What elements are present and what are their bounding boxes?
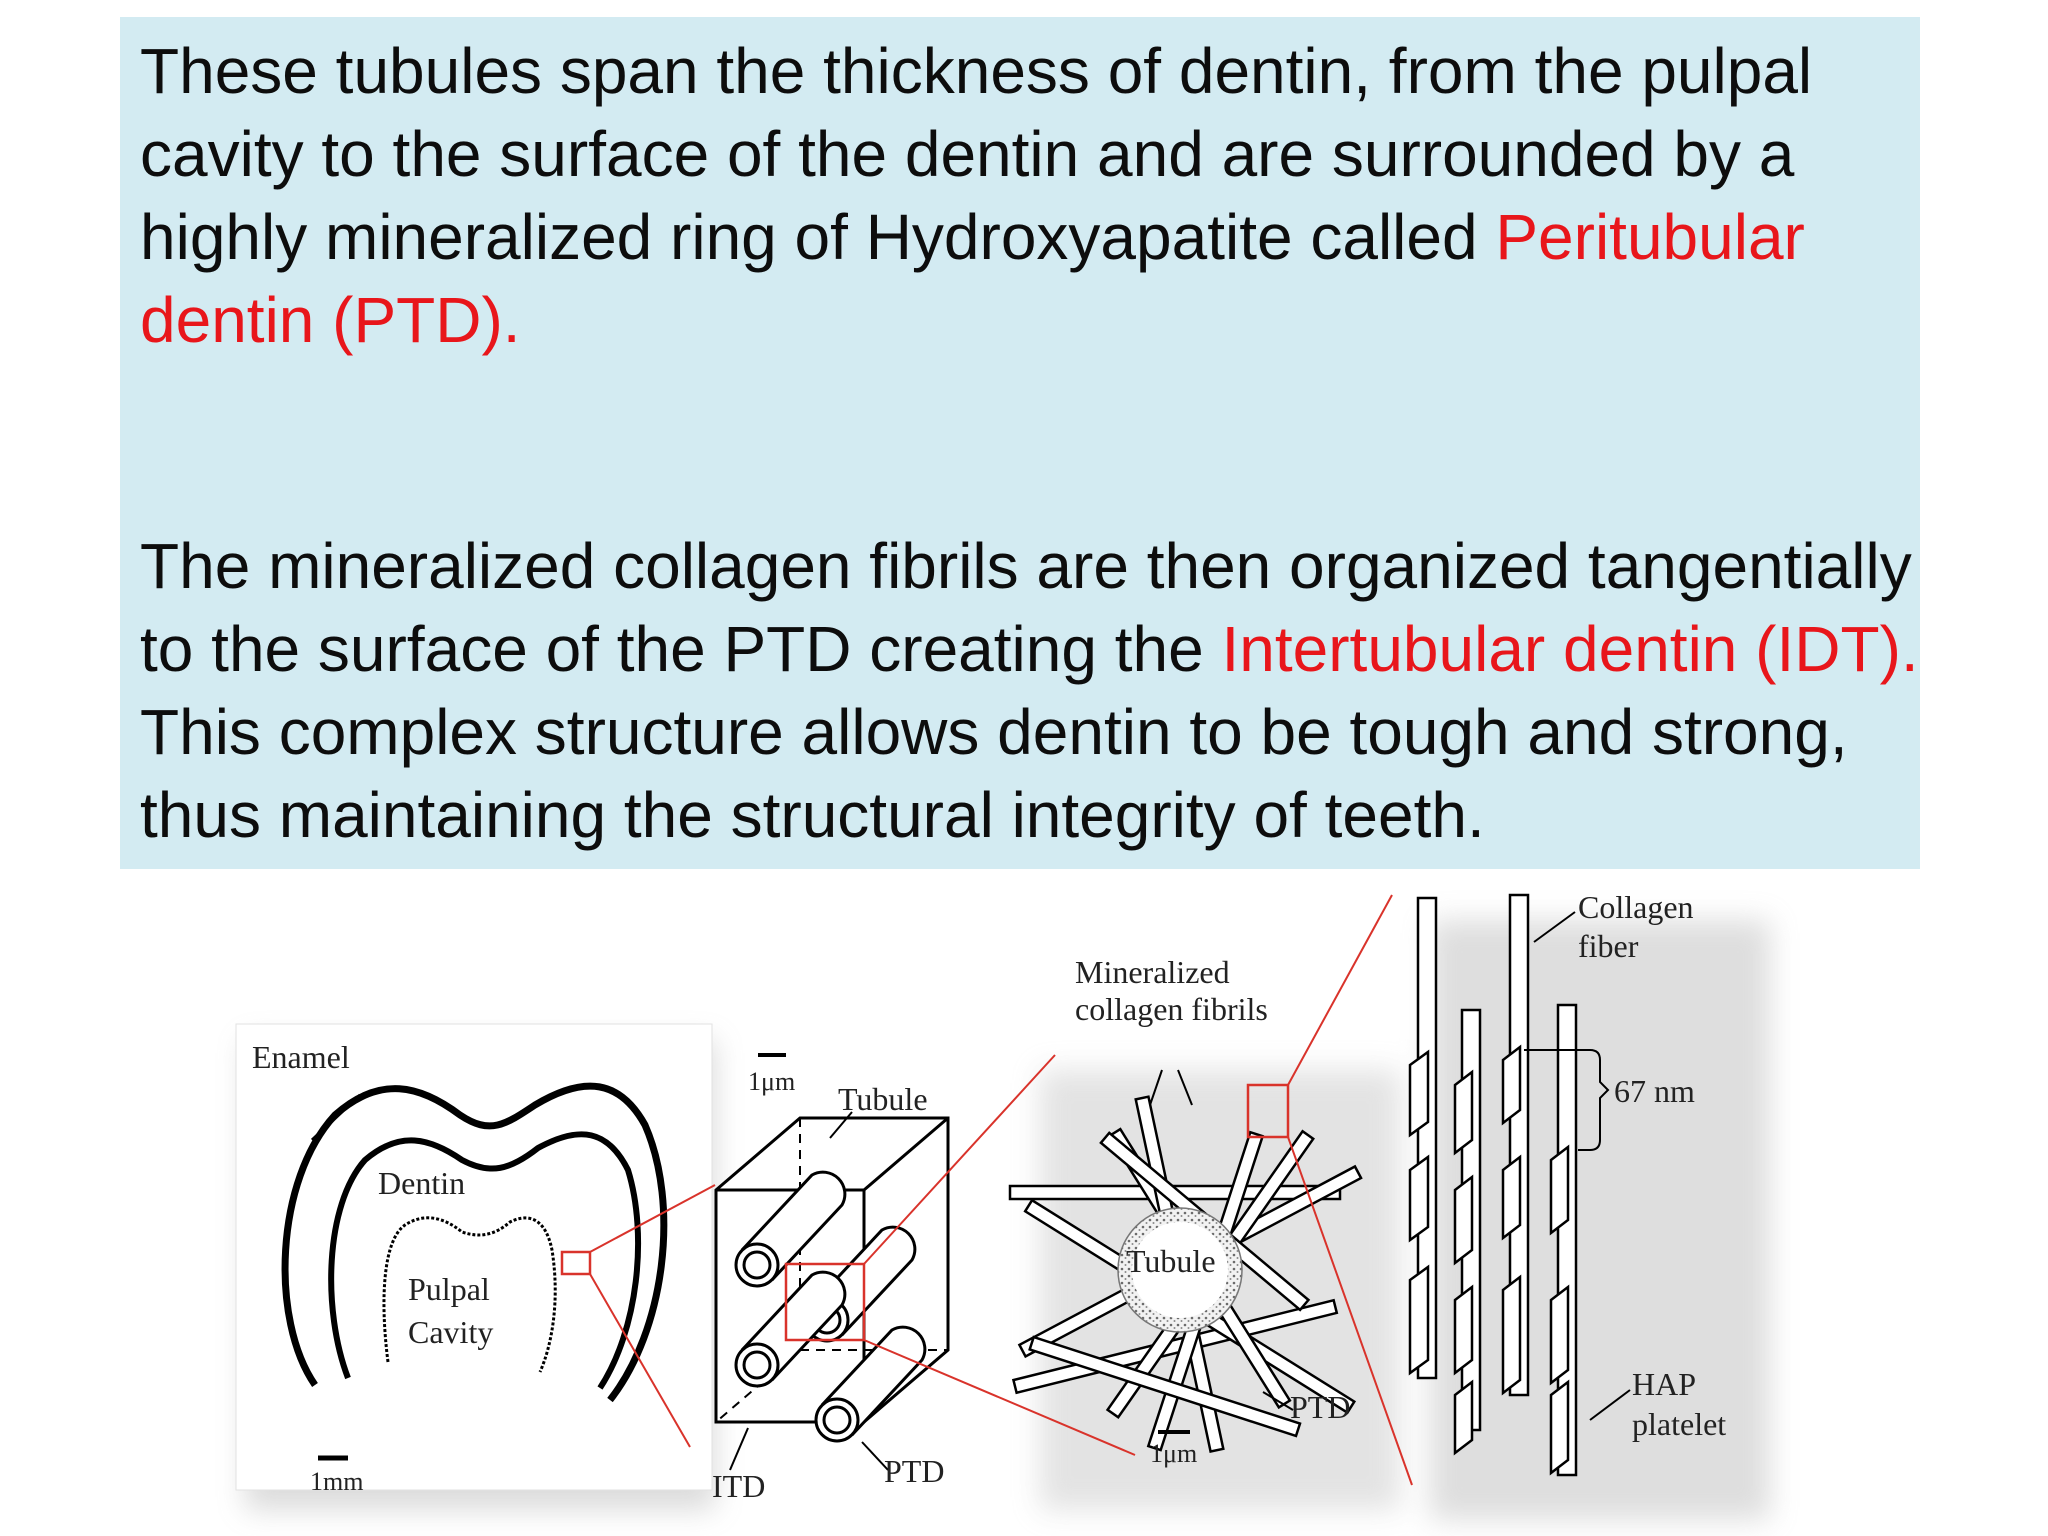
label-pulpal: Pulpal <box>408 1271 490 1307</box>
enamel-pointer <box>310 1093 362 1142</box>
zoom-box-fibrils <box>1246 1083 1290 1139</box>
label-cavity: Cavity <box>408 1314 493 1350</box>
label-mineralized: Mineralized <box>1075 954 1230 990</box>
zoom-lines-3 <box>1287 894 1413 1486</box>
fibrils-pointer-right <box>1177 1069 1193 1106</box>
tubule-cube <box>714 1053 950 1471</box>
label-fiber: fiber <box>1578 928 1639 964</box>
zoom-box-cube <box>784 1262 866 1342</box>
hap-platelets <box>1408 1044 1570 1476</box>
label-itd: ITD <box>712 1468 765 1504</box>
highlight-peritubular-dentin: Peritubular dentin (PTD). <box>140 201 1805 356</box>
label-collagen: Collagen <box>1578 889 1694 925</box>
dentin-outline <box>328 1131 642 1390</box>
enamel-outline <box>281 1082 668 1403</box>
label-tubule-fibrils: Tubule <box>1126 1243 1216 1279</box>
fibrils-pointer-left <box>1149 1069 1163 1106</box>
ptd-pointer-fibrils <box>1262 1391 1294 1411</box>
zoom-box-tooth <box>560 1250 592 1276</box>
label-dentin: Dentin <box>378 1165 465 1201</box>
tubule-pointer <box>829 1111 853 1139</box>
collagen-fiber-panel <box>1408 893 1631 1477</box>
label-scale-1um-fibrils: 1μm <box>1150 1439 1197 1468</box>
hap-platelet-pointer <box>1589 1389 1631 1421</box>
label-ptd-fibrils: PTD <box>1290 1389 1350 1425</box>
paragraph-tubules-text: These tubules span the thickness of dent… <box>140 35 1813 273</box>
label-67nm: 67 nm <box>1614 1073 1695 1109</box>
zoom-lines-2 <box>863 1054 1136 1456</box>
label-collagen-fibrils: collagen fibrils <box>1075 991 1268 1027</box>
label-platelet: platelet <box>1632 1406 1726 1442</box>
period-bracket-67nm <box>1524 1049 1610 1151</box>
label-tubule-cube: Tubule <box>838 1081 928 1117</box>
pulpal-cavity-outline <box>382 1216 557 1373</box>
label-scale-1um-cube: 1μm <box>748 1067 795 1096</box>
paragraph-collagen-text-before: The mineralized collagen fibrils are the… <box>140 530 1912 685</box>
label-scale-1mm: 1mm <box>310 1467 363 1496</box>
itd-pointer <box>729 1427 749 1471</box>
paragraph-collagen: The mineralized collagen fibrils are the… <box>140 525 1920 857</box>
collagen-fiber-pointer <box>1533 911 1576 943</box>
label-ptd-cube: PTD <box>884 1453 944 1489</box>
label-enamel: Enamel <box>252 1039 350 1075</box>
collagen-fibrils-panel <box>1008 1069 1363 1454</box>
tubule-lumen <box>1132 1222 1228 1318</box>
highlight-intertubular-dentin: Intertubular dentin (IDT). <box>1221 613 1919 685</box>
zoom-lines-1 <box>589 1184 716 1448</box>
paragraph-collagen-text-after: This complex structure allows dentin to … <box>140 696 1848 851</box>
tooth-panel: Enamel Dentin Pulpal Cavity 1mm <box>235 1023 713 1496</box>
ptd-pointer-cube <box>861 1441 889 1471</box>
paragraph-tubules: These tubules span the thickness of dent… <box>140 30 1920 362</box>
label-hap: HAP <box>1632 1366 1696 1402</box>
text-panel <box>120 17 1920 869</box>
